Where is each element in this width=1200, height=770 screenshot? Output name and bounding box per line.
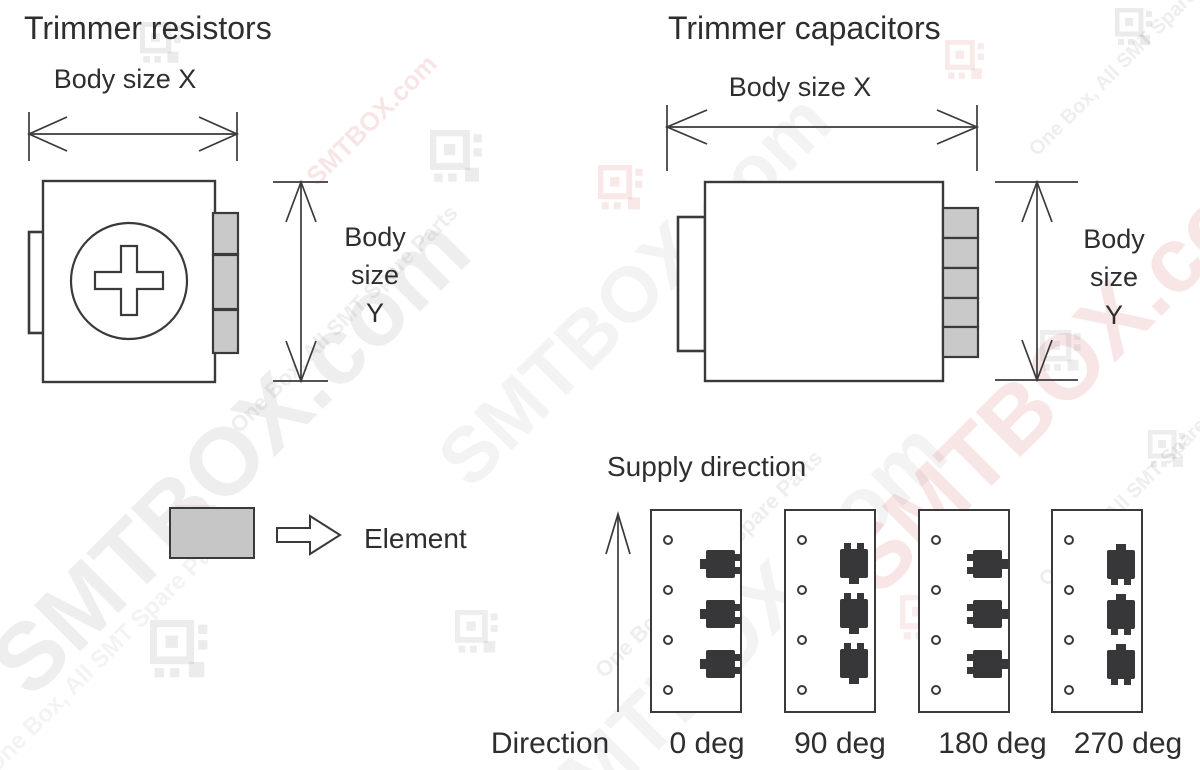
component-180deg [967,600,1008,628]
qr-watermark-icon [598,165,646,213]
direction-label: Direction [490,727,610,760]
qr-watermark-icon [1148,430,1188,470]
resistor-height-dimension-arrow [273,179,328,384]
qr-watermark-icon [150,620,212,682]
capacitor-width-dimension-arrow [664,105,980,171]
component-90deg [840,643,868,684]
element-swatch [169,507,255,559]
component-0deg [700,600,741,628]
tape-strip-0deg [650,509,742,713]
resistor-width-dimension-arrow [26,112,240,161]
component-180deg [967,650,1008,678]
sprocket-hole [663,685,673,695]
sprocket-hole [931,635,941,645]
sprocket-hole [663,635,673,645]
capacitor-body-size-y-line2: size [1089,262,1138,292]
resistor-right-terminals [211,211,240,355]
sprocket-hole [1064,635,1074,645]
element-label: Element [364,523,467,554]
component-180deg [967,550,1008,578]
capacitor-body-drawing [676,180,980,383]
qr-watermark-icon [455,610,501,656]
capacitor-body-size-y-line3: Y [1104,300,1123,330]
sprocket-hole [1064,685,1074,695]
capacitor-body [703,180,945,383]
angle-label-270deg: 270 deg [1073,727,1183,760]
angle-label-90deg: 90 deg [794,727,886,760]
tape-strip-270deg [1051,509,1143,713]
qr-watermark-icon [945,40,987,82]
resistor-screw-cross-slot [93,244,165,317]
component-270deg [1107,594,1135,635]
legend-arrow-icon [276,514,342,556]
capacitor-left-terminal [676,215,707,353]
resistor-body-drawing [27,179,240,384]
sprocket-hole [797,585,807,595]
capacitor-body-size-x-label: Body size X [728,72,872,102]
resistor-body-size-y-line2: size [350,260,399,290]
capacitor-title: Trimmer capacitors [668,10,941,46]
tape-strip-90deg [784,509,876,713]
supply-direction-arrow [605,511,631,712]
sprocket-hole [1064,535,1074,545]
component-90deg [840,543,868,584]
resistor-body-size-y-label: Body size Y [339,218,411,332]
sprocket-hole [797,635,807,645]
sprocket-hole [797,535,807,545]
qr-watermark-icon [1115,8,1155,48]
resistor-title: Trimmer resistors [24,10,272,46]
component-270deg [1107,544,1135,585]
capacitor-height-dimension-arrow [995,179,1078,383]
qr-watermark-icon [430,130,486,186]
capacitor-body-size-y-line1: Body [1083,224,1145,254]
tape-strip-180deg [918,509,1010,713]
angle-label-180deg: 180 deg [938,727,1047,760]
supply-direction-heading: Supply direction [607,451,807,482]
sprocket-hole [931,685,941,695]
watermark-tagline: One Box, All SMT Spare Parts [1025,0,1200,161]
sprocket-hole [931,585,941,595]
resistor-body-size-y-line3: Y [365,298,384,328]
component-0deg [700,650,741,678]
sprocket-hole [663,585,673,595]
sprocket-hole [663,535,673,545]
sprocket-hole [931,535,941,545]
watermark-brand: SMTBOX.com [300,48,443,192]
resistor-body-size-y-line1: Body [344,222,406,252]
capacitor-body-size-y-label: Body size Y [1078,220,1150,334]
component-0deg [700,550,741,578]
resistor-body-size-x-label: Body size X [53,64,197,94]
capacitor-right-terminals [941,206,980,359]
sprocket-hole [797,685,807,695]
sprocket-hole [1064,585,1074,595]
component-270deg [1107,644,1135,685]
resistor-left-terminal [27,230,46,335]
angle-label-0deg: 0 deg [669,727,745,760]
component-90deg [840,593,868,634]
